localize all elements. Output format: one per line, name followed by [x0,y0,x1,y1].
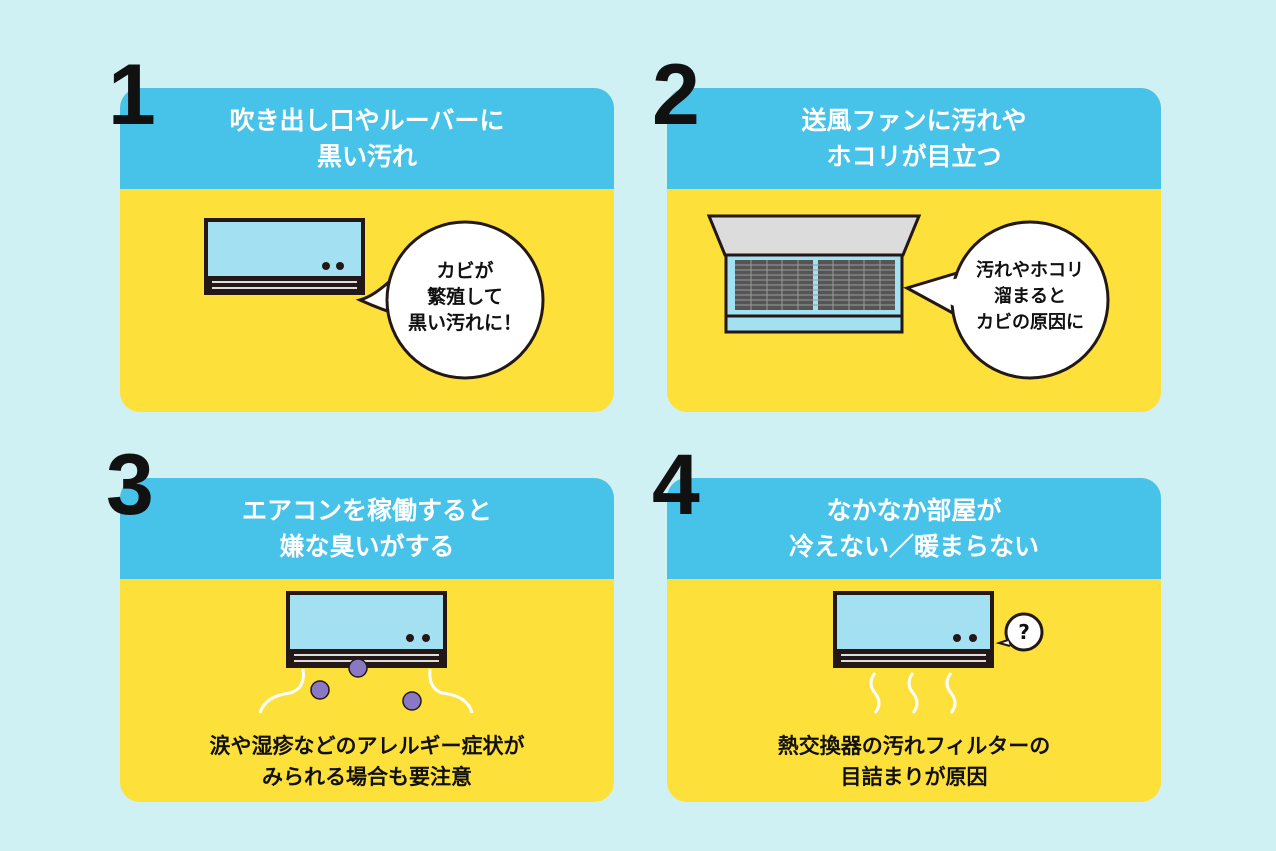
bubble-line: カビが [436,260,494,282]
title-line: なかなか部屋が [826,495,1002,525]
bubble-line: カビの原因に [976,312,1084,333]
caption-line: 涙や湿疹などのアレルギー症状が [209,734,525,758]
fan-unit-illustration [706,214,1110,380]
card-title: エアコンを稼働すると 嫌な臭いがする [120,478,614,579]
card-number: 3 [106,437,154,533]
caption-line: みられる場合も要注意 [262,765,472,789]
caption-line: 目詰まりが原因 [840,765,988,789]
bubble-line: 汚れやホコリ [976,260,1084,281]
bubble-line: 繁殖して [427,286,503,308]
card-1: 吹き出し口やルーバーに 黒い汚れ カビが 繁殖して 黒い汚れに！ [120,88,614,412]
caption-line: 熱交換器の汚れフィルターの [777,734,1051,758]
title-line: 送風ファンに汚れや [801,105,1027,135]
card-title: なかなか部屋が 冷えない／暖まらない [667,478,1161,579]
title-line: エアコンを稼働すると [241,495,492,525]
caption: 涙や湿疹などのアレルギー症状が みられる場合も要注意 [120,731,614,793]
card-4: なかなか部屋が 冷えない／暖まらない ? 熱交換器の汚れフィルターの 目詰まりが… [667,478,1161,802]
card-number: 1 [108,47,156,143]
air-conditioner-illustration [204,218,545,380]
card-3: エアコンを稼働すると 嫌な臭いがする 涙や湿疹などのアレルギー症状が みられる場… [120,478,614,802]
card-2: 送風ファンに汚れや ホコリが目立つ 汚れやホコリ 溜まると カビの原因に [667,88,1161,412]
bubble-line: 溜まると [994,286,1066,307]
air-conditioner-illustration [833,591,1044,714]
bubble-line: 黒い汚れに！ [407,312,522,334]
title-line: 黒い汚れ [316,141,417,171]
caption: 熱交換器の汚れフィルターの 目詰まりが原因 [667,731,1161,793]
card-title: 吹き出し口やルーバーに 黒い汚れ [120,88,614,189]
odor-cloud-icon [310,658,422,711]
card-number: 4 [652,437,700,533]
title-line: 嫌な臭いがする [279,531,455,561]
card-title: 送風ファンに汚れや ホコリが目立つ [667,88,1161,189]
speech-bubble: カビが 繁殖して 黒い汚れに！ [387,258,543,336]
title-line: 冷えない／暖まらない [788,531,1039,561]
smelly-air-conditioner-illustration [258,591,474,714]
air-flow-icon [869,672,957,714]
question-bubble: ? [1018,620,1030,644]
title-line: ホコリが目立つ [826,141,1002,171]
card-number: 2 [652,47,700,143]
speech-bubble: 汚れやホコリ 溜まると カビの原因に [952,258,1108,336]
title-line: 吹き出し口やルーバーに [229,105,505,135]
